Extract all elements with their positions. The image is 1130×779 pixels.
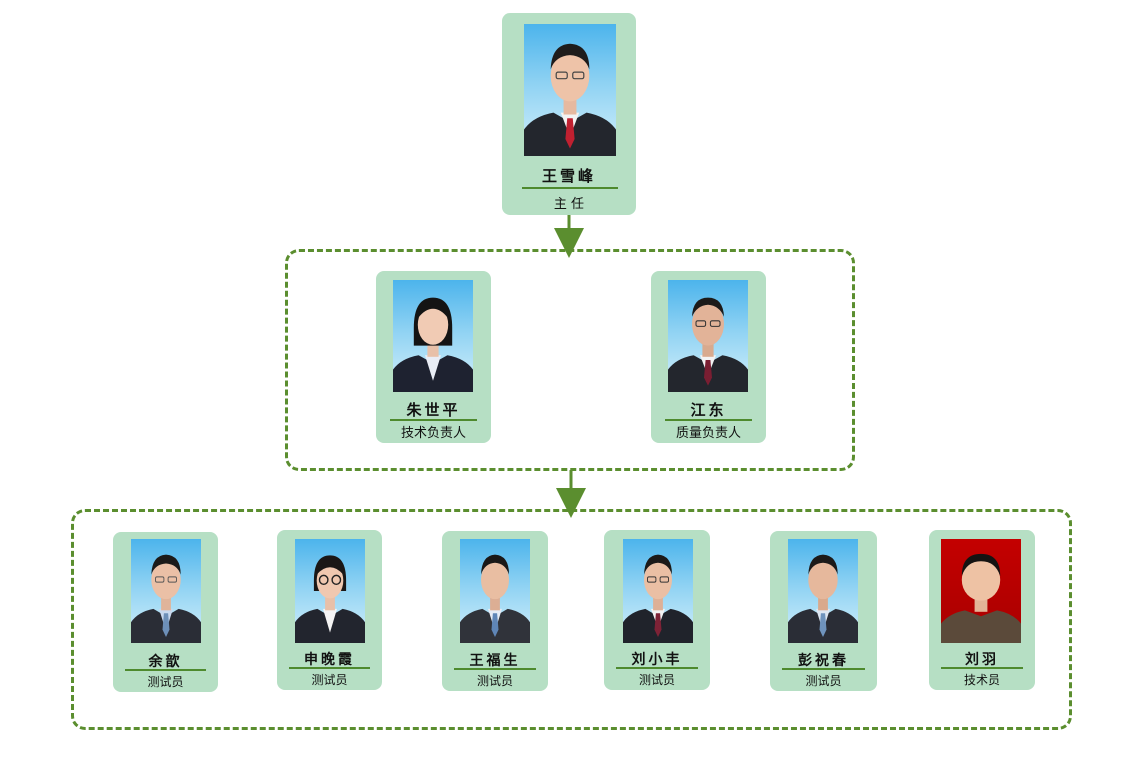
manager-name-underline [665, 419, 752, 421]
staff-card[interactable]: 申晚霞 测试员 [277, 530, 382, 690]
staff-role: 技术员 [963, 673, 1000, 687]
staff-name-underline [941, 667, 1023, 669]
staff-card[interactable]: 王福生 测试员 [442, 531, 548, 691]
staff-name: 申晚霞 [304, 652, 355, 668]
staff-name-underline [125, 669, 206, 671]
director-name-underline [522, 187, 618, 189]
manager-name: 江东 [690, 401, 727, 419]
staff-name-underline [454, 668, 536, 670]
staff-photo [941, 539, 1021, 643]
staff-photo [623, 539, 693, 643]
staff-name: 刘羽 [965, 652, 999, 668]
staff-photo [295, 539, 365, 643]
director-photo [524, 24, 616, 156]
staff-role: 测试员 [638, 673, 675, 687]
manager-name: 朱世平 [406, 401, 461, 419]
staff-role: 测试员 [311, 673, 348, 687]
manager-photo [393, 280, 473, 392]
staff-card[interactable]: 刘羽 技术员 [929, 530, 1035, 690]
managers-group-box [285, 249, 855, 471]
staff-role: 测试员 [805, 674, 842, 688]
manager-role: 技术负责人 [400, 426, 466, 441]
staff-name: 王福生 [469, 653, 521, 669]
director-card[interactable]: 王雪峰 主 任 [502, 13, 636, 215]
staff-name-underline [289, 667, 370, 669]
staff-name: 余歆 [148, 654, 183, 670]
staff-role: 测试员 [476, 674, 513, 688]
staff-photo [788, 539, 858, 643]
staff-group-box [71, 509, 1072, 730]
manager-name-underline [390, 419, 477, 421]
staff-card[interactable]: 彭祝春 测试员 [770, 531, 877, 691]
staff-name: 彭祝春 [798, 653, 849, 669]
manager-card[interactable]: 江东 质量负责人 [651, 271, 766, 443]
staff-name-underline [616, 667, 698, 669]
director-role: 主 任 [553, 197, 585, 212]
director-name: 王雪峰 [541, 167, 596, 185]
staff-card[interactable]: 余歆 测试员 [113, 532, 218, 692]
staff-photo [131, 539, 201, 643]
staff-photo [460, 539, 530, 643]
staff-name: 刘小丰 [631, 652, 683, 668]
manager-photo [668, 280, 748, 392]
manager-role: 质量负责人 [675, 426, 741, 441]
staff-card[interactable]: 刘小丰 测试员 [604, 530, 710, 690]
staff-name-underline [782, 668, 865, 670]
staff-role: 测试员 [147, 675, 184, 689]
manager-card[interactable]: 朱世平 技术负责人 [376, 271, 491, 443]
